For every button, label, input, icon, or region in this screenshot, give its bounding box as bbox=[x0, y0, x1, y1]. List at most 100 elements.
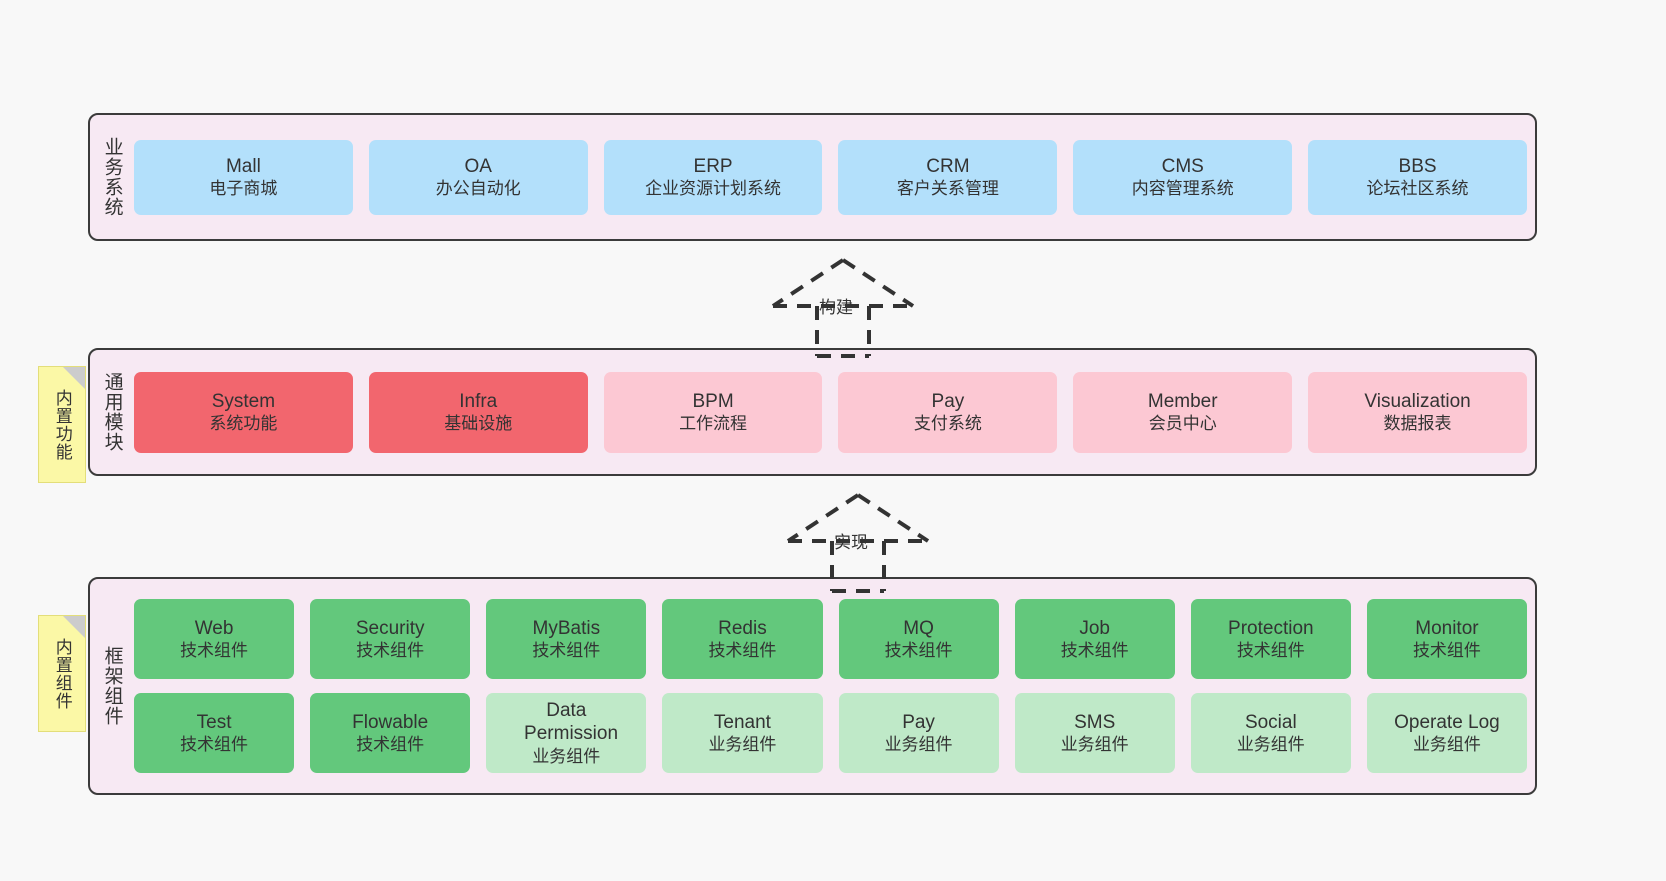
module-box-infra-en: Infra bbox=[459, 390, 498, 412]
connector-implement-label: 实现 bbox=[834, 533, 868, 552]
arrowhead-left-edge bbox=[786, 493, 860, 543]
component-box-security[interactable]: Security 技术组件 bbox=[310, 599, 471, 679]
arrowhead-right-edge bbox=[841, 258, 915, 308]
business-box-bbs[interactable]: BBS 论坛社区系统 bbox=[1308, 139, 1527, 215]
note-builtin-components: 内置组件 bbox=[38, 615, 86, 732]
component-box-test-en: Test bbox=[196, 711, 232, 733]
component-box-protection-en: Protection bbox=[1228, 617, 1314, 639]
layer-framework-components-title: 框架组件 bbox=[101, 646, 123, 726]
component-box-test-cn: 技术组件 bbox=[180, 735, 249, 755]
component-box-security-cn: 技术组件 bbox=[356, 641, 425, 661]
component-box-sms-en: SMS bbox=[1074, 711, 1116, 733]
component-box-redis-en: Redis bbox=[718, 617, 767, 639]
component-box-social[interactable]: Social 业务组件 bbox=[1190, 693, 1351, 773]
component-box-protection[interactable]: Protection 技术组件 bbox=[1190, 599, 1351, 679]
component-box-operate-log-cn: 业务组件 bbox=[1412, 735, 1481, 755]
module-box-pay-cn: 支付系统 bbox=[913, 414, 982, 434]
framework-components-row-2: Test 技术组件 Flowable 技术组件 Data Permission … bbox=[134, 693, 1527, 773]
component-box-redis[interactable]: Redis 技术组件 bbox=[662, 599, 823, 679]
module-box-bpm[interactable]: BPM 工作流程 bbox=[603, 371, 823, 453]
component-box-operate-log[interactable]: Operate Log 业务组件 bbox=[1366, 693, 1527, 773]
component-box-protection-cn: 技术组件 bbox=[1236, 641, 1305, 661]
note-builtin-features: 内置功能 bbox=[38, 366, 86, 483]
component-box-operate-log-en: Operate Log bbox=[1394, 711, 1500, 733]
component-box-data-permission-en: Data Permission bbox=[524, 699, 619, 745]
business-box-mall-en: Mall bbox=[225, 155, 261, 177]
component-box-tenant[interactable]: Tenant 业务组件 bbox=[662, 693, 823, 773]
module-box-bpm-cn: 工作流程 bbox=[679, 414, 748, 434]
component-box-job-cn: 技术组件 bbox=[1060, 641, 1129, 661]
component-box-sms[interactable]: SMS 业务组件 bbox=[1014, 693, 1175, 773]
business-box-bbs-cn: 论坛社区系统 bbox=[1366, 179, 1469, 199]
module-box-infra[interactable]: Infra 基础设施 bbox=[368, 371, 588, 453]
component-box-data-permission-cn: 业务组件 bbox=[532, 747, 601, 766]
business-box-cms-cn: 内容管理系统 bbox=[1131, 179, 1234, 199]
business-box-erp-cn: 企业资源计划系统 bbox=[645, 179, 782, 199]
arrowhead-left-edge bbox=[771, 258, 845, 308]
component-box-job-en: Job bbox=[1079, 617, 1110, 639]
layer-business-systems: 业务系统 Mall 电子商城 OA 办公自动化 ERP 企业资源计划系统 CRM… bbox=[88, 113, 1537, 241]
component-box-job[interactable]: Job 技术组件 bbox=[1014, 599, 1175, 679]
layer-common-modules: 通用模块 System 系统功能 Infra 基础设施 BPM 工作流程 Pay… bbox=[88, 348, 1537, 476]
component-box-web-cn: 技术组件 bbox=[180, 641, 249, 661]
module-box-system[interactable]: System 系统功能 bbox=[134, 371, 353, 453]
connector-build-label: 构建 bbox=[819, 298, 853, 317]
component-box-web[interactable]: Web 技术组件 bbox=[134, 599, 295, 679]
layer-business-systems-title: 业务系统 bbox=[101, 137, 123, 217]
business-box-oa-cn: 办公自动化 bbox=[435, 179, 521, 199]
component-box-flowable[interactable]: Flowable 技术组件 bbox=[310, 693, 471, 773]
framework-components-row-1: Web 技术组件 Security 技术组件 MyBatis 技术组件 Redi… bbox=[134, 599, 1527, 679]
business-box-oa[interactable]: OA 办公自动化 bbox=[368, 139, 588, 215]
component-box-sms-cn: 业务组件 bbox=[1060, 735, 1129, 755]
component-box-security-en: Security bbox=[355, 617, 425, 639]
module-box-member[interactable]: Member 会员中心 bbox=[1073, 371, 1293, 453]
module-box-pay-en: Pay bbox=[931, 390, 965, 412]
module-box-bpm-en: BPM bbox=[692, 390, 734, 412]
component-box-flowable-cn: 技术组件 bbox=[356, 735, 425, 755]
layer-framework-components-body: Web 技术组件 Security 技术组件 MyBatis 技术组件 Redi… bbox=[134, 579, 1535, 793]
module-box-system-en: System bbox=[211, 390, 276, 412]
component-box-tenant-en: Tenant bbox=[713, 711, 771, 733]
layer-framework-components: 框架组件 Web 技术组件 Security 技术组件 MyBatis 技术组件… bbox=[88, 577, 1537, 795]
module-box-visualization-cn: 数据报表 bbox=[1383, 414, 1452, 434]
module-box-visualization[interactable]: Visualization 数据报表 bbox=[1308, 371, 1527, 453]
business-box-crm-en: CRM bbox=[926, 155, 970, 177]
component-box-web-en: Web bbox=[194, 617, 234, 639]
business-box-oa-en: OA bbox=[464, 155, 492, 177]
layer-common-modules-title: 通用模块 bbox=[101, 372, 123, 452]
component-box-mybatis[interactable]: MyBatis 技术组件 bbox=[486, 599, 647, 679]
business-box-cms[interactable]: CMS 内容管理系统 bbox=[1073, 139, 1293, 215]
component-box-monitor-en: Monitor bbox=[1415, 617, 1479, 639]
module-box-visualization-en: Visualization bbox=[1364, 390, 1471, 412]
component-box-mybatis-en: MyBatis bbox=[532, 617, 601, 639]
arrowhead-right-edge bbox=[856, 493, 930, 543]
module-box-infra-cn: 基础设施 bbox=[444, 414, 513, 434]
component-box-redis-cn: 技术组件 bbox=[708, 641, 777, 661]
module-box-member-cn: 会员中心 bbox=[1148, 414, 1217, 434]
component-box-mq-cn: 技术组件 bbox=[884, 641, 953, 661]
component-box-flowable-en: Flowable bbox=[352, 711, 429, 733]
module-box-pay[interactable]: Pay 支付系统 bbox=[838, 371, 1058, 453]
business-box-bbs-en: BBS bbox=[1398, 155, 1437, 177]
business-box-mall-cn: 电子商城 bbox=[209, 179, 278, 199]
business-box-mall[interactable]: Mall 电子商城 bbox=[134, 139, 353, 215]
component-box-mq[interactable]: MQ 技术组件 bbox=[838, 599, 999, 679]
connector-build-arrow bbox=[771, 258, 915, 358]
component-box-mybatis-cn: 技术组件 bbox=[532, 641, 601, 661]
connector-implement-arrow bbox=[786, 493, 930, 593]
module-box-system-cn: 系统功能 bbox=[209, 414, 278, 434]
business-box-erp[interactable]: ERP 企业资源计划系统 bbox=[603, 139, 823, 215]
component-box-monitor-cn: 技术组件 bbox=[1412, 641, 1481, 661]
component-box-monitor[interactable]: Monitor 技术组件 bbox=[1366, 599, 1527, 679]
component-box-social-cn: 业务组件 bbox=[1236, 735, 1305, 755]
component-box-test[interactable]: Test 技术组件 bbox=[134, 693, 295, 773]
component-box-data-permission[interactable]: Data Permission 业务组件 bbox=[486, 693, 647, 773]
component-box-pay[interactable]: Pay 业务组件 bbox=[838, 693, 999, 773]
component-box-social-en: Social bbox=[1244, 711, 1297, 733]
business-box-crm-cn: 客户关系管理 bbox=[896, 179, 999, 199]
component-box-tenant-cn: 业务组件 bbox=[708, 735, 777, 755]
business-box-erp-en: ERP bbox=[693, 155, 733, 177]
component-box-mq-en: MQ bbox=[903, 617, 934, 639]
layer-business-systems-body: Mall 电子商城 OA 办公自动化 ERP 企业资源计划系统 CRM 客户关系… bbox=[134, 115, 1535, 239]
business-box-crm[interactable]: CRM 客户关系管理 bbox=[838, 139, 1058, 215]
